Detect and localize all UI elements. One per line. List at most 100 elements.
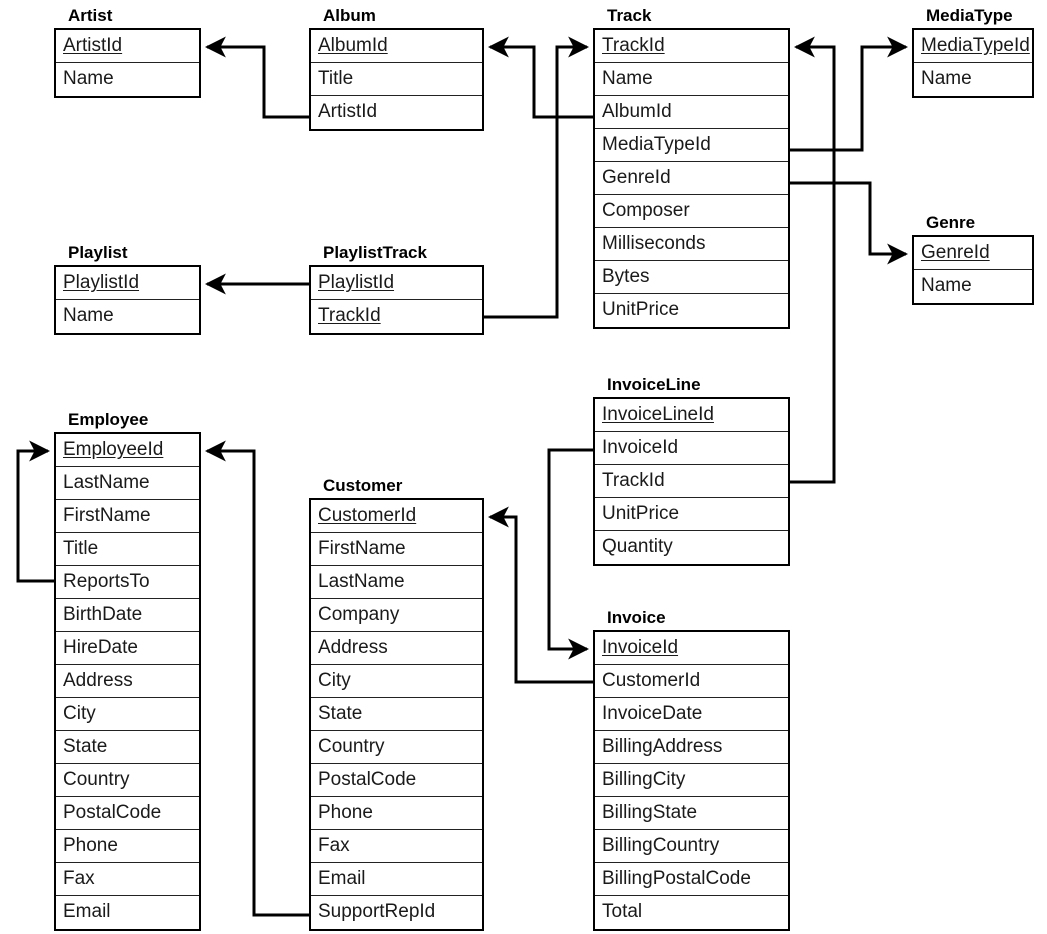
- entity-title-playlisttrack: PlaylistTrack: [323, 243, 427, 262]
- entity-track[interactable]: Track TrackId Name AlbumId MediaTypeId G…: [593, 6, 790, 329]
- field-row: Fax: [56, 863, 199, 896]
- entity-box-mediatype: MediaTypeId Name: [912, 28, 1034, 98]
- entity-playlisttrack[interactable]: PlaylistTrack PlaylistId TrackId: [309, 243, 484, 335]
- field-row: City: [311, 665, 482, 698]
- field-row: SupportRepId: [318, 901, 436, 922]
- field-row: FirstName: [56, 500, 199, 533]
- entity-box-artist: ArtistId Name: [54, 28, 201, 98]
- entity-title-track: Track: [607, 6, 652, 25]
- entity-playlist[interactable]: Playlist PlaylistId Name: [54, 243, 201, 335]
- entity-box-invoiceline: InvoiceLineId InvoiceId TrackId UnitPric…: [593, 397, 790, 566]
- entity-title-employee: Employee: [68, 410, 149, 429]
- connector-employee-employee: [16, 440, 54, 583]
- entity-artist[interactable]: Artist ArtistId Name: [54, 6, 201, 98]
- field-row: Address: [56, 665, 199, 698]
- field-row: Composer: [595, 195, 788, 228]
- field-row: AlbumId: [311, 30, 482, 63]
- field-row: ReportsTo: [56, 566, 199, 599]
- field-row: TrackId: [318, 305, 381, 326]
- field-row: Title: [56, 533, 199, 566]
- connector-invoice-customer: [487, 506, 593, 684]
- field-row: BirthDate: [56, 599, 199, 632]
- entity-box-track: TrackId Name AlbumId MediaTypeId GenreId…: [593, 28, 790, 329]
- field-row: PostalCode: [56, 797, 199, 830]
- connector-track-mediatype: [790, 36, 909, 152]
- entity-title-album: Album: [323, 6, 376, 25]
- field-row: State: [56, 731, 199, 764]
- field-row: Name: [921, 68, 972, 89]
- entity-album[interactable]: Album AlbumId Title ArtistId: [309, 6, 484, 131]
- entity-box-genre: GenreId Name: [912, 235, 1034, 305]
- entity-title-playlist: Playlist: [68, 243, 128, 262]
- field-row: InvoiceId: [595, 632, 788, 665]
- field-row: GenreId: [595, 162, 788, 195]
- entity-title-invoice: Invoice: [607, 608, 666, 627]
- field-row: ArtistId: [56, 30, 199, 63]
- entity-invoiceline[interactable]: InvoiceLine InvoiceLineId InvoiceId Trac…: [593, 375, 790, 566]
- field-row: InvoiceDate: [595, 698, 788, 731]
- field-row: Company: [311, 599, 482, 632]
- field-row: Bytes: [595, 261, 788, 294]
- field-row: ArtistId: [318, 101, 378, 122]
- entity-box-playlisttrack: PlaylistId TrackId: [309, 265, 484, 335]
- field-row: Email: [63, 901, 111, 922]
- connector-invoiceline-invoice: [547, 448, 593, 660]
- entity-title-mediatype: MediaType: [926, 6, 1013, 25]
- field-row: BillingCity: [595, 764, 788, 797]
- entity-employee[interactable]: Employee EmployeeId LastName FirstName T…: [54, 410, 201, 931]
- field-row: LastName: [56, 467, 199, 500]
- field-row: Milliseconds: [595, 228, 788, 261]
- field-row: BillingAddress: [595, 731, 788, 764]
- field-row: Country: [311, 731, 482, 764]
- field-row: Country: [56, 764, 199, 797]
- field-row: InvoiceLineId: [595, 399, 788, 432]
- field-row: TrackId: [595, 30, 788, 63]
- field-row: BillingCountry: [595, 830, 788, 863]
- field-row: EmployeeId: [56, 434, 199, 467]
- entity-box-album: AlbumId Title ArtistId: [309, 28, 484, 131]
- field-row: PlaylistId: [56, 267, 199, 300]
- entity-box-customer: CustomerId FirstName LastName Company Ad…: [309, 498, 484, 931]
- entity-title-artist: Artist: [68, 6, 113, 25]
- field-row: LastName: [311, 566, 482, 599]
- field-row: State: [311, 698, 482, 731]
- field-row: BillingPostalCode: [595, 863, 788, 896]
- entity-title-customer: Customer: [323, 476, 403, 495]
- field-row: InvoiceId: [595, 432, 788, 465]
- field-row: MediaTypeId: [914, 30, 1032, 63]
- field-row: FirstName: [311, 533, 482, 566]
- field-row: GenreId: [914, 237, 1032, 270]
- connector-track-genre: [790, 181, 909, 265]
- field-row: Address: [311, 632, 482, 665]
- entity-invoice[interactable]: Invoice InvoiceId CustomerId InvoiceDate…: [593, 608, 790, 931]
- field-row: Title: [311, 63, 482, 96]
- entity-customer[interactable]: Customer CustomerId FirstName LastName C…: [309, 476, 484, 931]
- entity-title-invoiceline: InvoiceLine: [607, 375, 701, 394]
- field-row: Total: [602, 901, 643, 922]
- connector-playlisttrack-track: [484, 36, 590, 319]
- field-row: Email: [311, 863, 482, 896]
- field-row: BillingState: [595, 797, 788, 830]
- entity-title-genre: Genre: [926, 213, 976, 232]
- field-row: AlbumId: [595, 96, 788, 129]
- connector-customer-employee: [204, 440, 309, 917]
- field-row: UnitPrice: [602, 299, 680, 320]
- entity-genre[interactable]: Genre GenreId Name: [912, 213, 1034, 305]
- field-row: Fax: [311, 830, 482, 863]
- entity-mediatype[interactable]: MediaType MediaTypeId Name: [912, 6, 1034, 98]
- connector-invoiceline-track: [790, 36, 836, 484]
- field-row: UnitPrice: [595, 498, 788, 531]
- connector-album-artist: [204, 36, 309, 119]
- field-row: CustomerId: [595, 665, 788, 698]
- field-row: HireDate: [56, 632, 199, 665]
- field-row: MediaTypeId: [595, 129, 788, 162]
- entity-box-playlist: PlaylistId Name: [54, 265, 201, 335]
- entity-box-employee: EmployeeId LastName FirstName Title Repo…: [54, 432, 201, 931]
- field-row: TrackId: [595, 465, 788, 498]
- field-row: City: [56, 698, 199, 731]
- field-row: Phone: [311, 797, 482, 830]
- field-row: Name: [63, 68, 114, 89]
- field-row: Quantity: [602, 536, 673, 557]
- field-row: Name: [595, 63, 788, 96]
